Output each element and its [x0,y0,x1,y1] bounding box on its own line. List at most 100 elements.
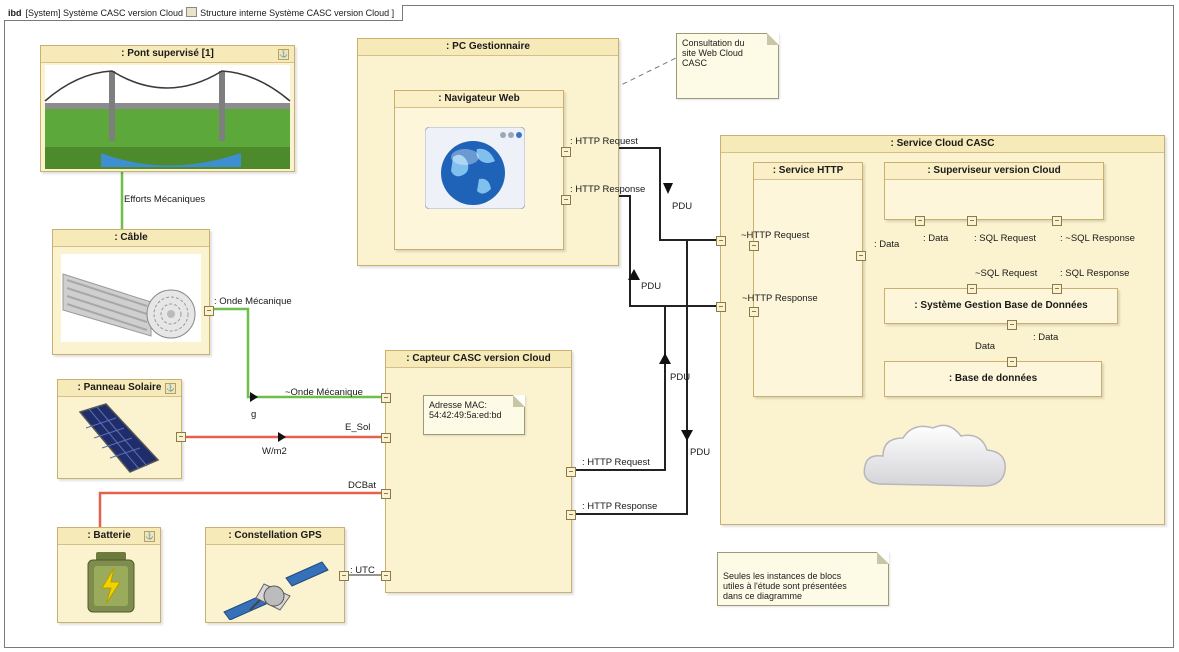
port-cloud-response[interactable] [716,302,726,312]
arrow-pdu-nav [663,183,673,194]
label-efforts-mecaniques: Efforts Mécaniques [124,194,206,205]
bridge-icon [44,65,291,169]
label-pdu-nav: PDU [672,201,693,212]
label-bdd-data: Data [975,341,996,352]
block-pc-gestionnaire[interactable]: : PC Gestionnaire : Navigateur Web [357,38,619,266]
label-onde-cable: : Onde Mécanique [214,296,292,307]
diagram-link-icon [186,7,198,17]
block-service-cloud-casc[interactable]: : Service Cloud CASC : Service HTTP : Su… [716,135,1165,525]
label-sgbd-data: : Data [1033,332,1059,343]
note-line: Adresse MAC: [429,400,488,410]
label-dcbat: DCBat [348,480,376,491]
block-title: : Superviseur version Cloud [885,163,1103,180]
port-onde-cable[interactable] [204,306,214,316]
label-onde-capteur: ~Onde Mécanique [285,387,363,398]
port-service-data[interactable] [856,251,866,261]
port-dcbat[interactable] [381,489,391,499]
port-sgbd-sql-request[interactable] [967,284,977,294]
wire-cap-response [572,240,688,515]
label-pdu-cloud: PDU [641,281,662,292]
port-utc-capteur[interactable] [381,571,391,581]
block-title: : Navigateur Web [395,91,563,108]
port-service-response[interactable] [749,307,759,317]
arrow-g [250,392,258,402]
port-bdd-data[interactable] [1007,357,1017,367]
block-type-icon: ⚓ [144,531,155,542]
block-type-icon: ⚓ [165,383,176,394]
label-cloud-response: ~HTTP Response [742,293,818,304]
label-service-data: : Data [874,239,900,250]
label-sgbd-sql-response: : SQL Response [1060,268,1130,279]
wire-onde-mecanique [212,307,386,399]
block-superviseur-cloud[interactable]: : Superviseur version Cloud [884,162,1104,226]
port-onde-capteur[interactable] [381,393,391,403]
port-sgbd-sql-response[interactable] [1052,284,1062,294]
block-panneau-solaire[interactable]: : Panneau Solaire ⚓ [57,379,186,479]
block-title: : Système Gestion Base de Données [914,300,1088,311]
block-title: : PC Gestionnaire [358,39,618,56]
note-line: site Web Cloud [682,48,743,58]
diagram-frame [4,5,1174,648]
port-cloud-request[interactable] [716,236,726,246]
block-pont-supervise[interactable]: : Pont supervisé [1] ⚓ [40,45,295,172]
arrow-wm2 [278,432,286,442]
label-e-sol: E_Sol [345,422,371,433]
port-sup-data[interactable] [915,216,925,226]
note-line: dans ce diagramme [723,591,803,601]
label-cloud-request: ~HTTP Request [741,230,810,241]
block-title: : Panneau Solaire [58,380,181,397]
satellite-icon [223,561,329,620]
label-nav-request: : HTTP Request [570,136,638,147]
diagram-kind: ibd [8,8,22,18]
label-pdu-cap-down: PDU [690,447,711,458]
label-g: g [251,409,257,420]
port-sgbd-data[interactable] [1007,320,1017,330]
block-batterie[interactable]: : Batterie ⚓ [57,527,161,623]
globe-browser-icon [425,127,525,209]
note-adresse-mac: Adresse MAC: 54:42:49:5a:ed:bd [423,395,525,435]
cable-icon [61,254,201,342]
arrow-pdu-cloud [628,269,640,280]
port-nav-request[interactable] [561,147,571,157]
port-panneau[interactable] [176,432,186,442]
block-base-de-donnees[interactable]: : Base de données [884,357,1102,397]
port-sup-sql-request[interactable] [967,216,977,226]
label-utc: : UTC [350,565,375,576]
frame-title: [System] Système CASC version Cloud [25,8,184,18]
note-consultation: Consultation du site Web Cloud CASC [676,33,779,99]
note-line: Consultation du [682,38,745,48]
wire-dcbat [98,491,386,535]
block-title: : Batterie [58,528,160,545]
port-e-sol[interactable] [381,433,391,443]
block-navigateur-web[interactable]: : Navigateur Web [394,90,571,250]
note-line: CASC [682,58,708,68]
block-type-icon: ⚓ [278,49,289,60]
label-pdu-cap-up: PDU [670,372,691,383]
block-sgbd[interactable]: : Système Gestion Base de Données [884,284,1118,330]
block-constellation-gps[interactable]: : Constellation GPS [205,527,349,623]
label-sgbd-sql-request: ~SQL Request [975,268,1038,279]
block-service-http[interactable]: : Service HTTP [749,162,866,397]
port-nav-response[interactable] [561,195,571,205]
solar-panel-icon [78,403,160,473]
block-capteur-casc[interactable]: : Capteur CASC version Cloud [381,350,576,593]
block-title: : Constellation GPS [206,528,344,545]
arrow-pdu-cap-down [681,430,693,441]
port-cap-request[interactable] [566,467,576,477]
block-title: : Service HTTP [754,163,862,180]
port-service-request[interactable] [749,241,759,251]
cloud-icon [863,424,1006,487]
port-cap-response[interactable] [566,510,576,520]
label-sup-data: : Data [923,233,949,244]
block-title: : Pont supervisé [1] [41,46,294,63]
block-title: : Service Cloud CASC [721,136,1164,153]
block-title: : Câble [53,230,209,247]
block-title: : Capteur CASC version Cloud [386,351,571,368]
block-title: : Base de données [948,373,1038,384]
port-sup-sql-response[interactable] [1052,216,1062,226]
block-cable[interactable]: : Câble [52,229,214,355]
note-line: 54:42:49:5a:ed:bd [429,410,502,420]
label-sup-sql-response: : ~SQL Response [1060,233,1135,244]
port-utc[interactable] [339,571,349,581]
